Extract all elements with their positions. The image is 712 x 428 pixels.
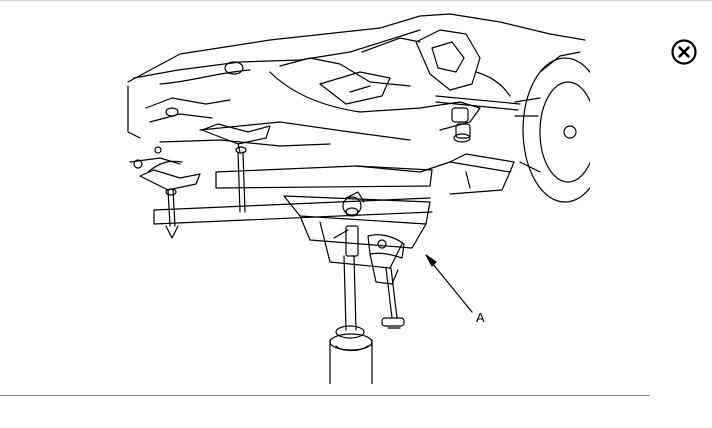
top-divider (0, 0, 712, 1)
jack-illustration: A (127, 13, 590, 384)
close-button[interactable] (669, 37, 699, 67)
jack-cradle (139, 123, 515, 239)
bottom-divider (0, 395, 650, 396)
close-circle-icon (671, 39, 697, 65)
callout-a-label: A (476, 310, 485, 325)
tie-rod (435, 95, 521, 143)
subframe (269, 29, 511, 131)
jack-post (329, 255, 373, 384)
jack-head (283, 191, 431, 329)
callout-a-leader (425, 254, 473, 313)
wheel-hub (514, 51, 590, 203)
vehicle-underbody (127, 13, 586, 173)
